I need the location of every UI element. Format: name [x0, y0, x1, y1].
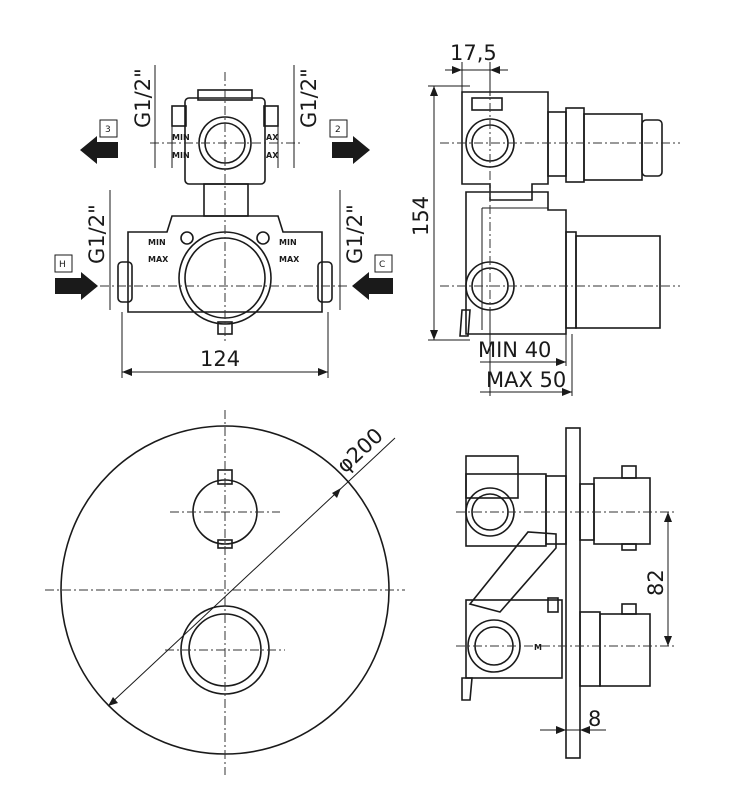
dimension-top-depth-label: 17,5 [450, 41, 497, 65]
mark-min-lower-left: MIN [148, 238, 166, 247]
mark-max-lower-right: MAX [279, 255, 300, 264]
port-label-c: C [379, 260, 385, 270]
port-arrow-cold: C [352, 254, 393, 300]
dimension-plate-diameter-label: φ200 [332, 423, 388, 477]
dimension-depth-max-label: MAX 50 [486, 368, 566, 392]
dimension-depth-min-label: MIN 40 [478, 338, 551, 362]
port-arrow-hot: H [54, 254, 98, 300]
side-view-body [440, 86, 680, 340]
thread-inlet-right: G1/2" [343, 204, 367, 264]
mark-min-top-left: MIN [172, 133, 190, 142]
dimension-knob-spacing: 82 [644, 512, 672, 646]
dimension-top-depth: 17,5 [445, 41, 508, 96]
dimension-width: 124 [121, 312, 329, 378]
mark-min-lower-right: MIN [279, 238, 297, 247]
thread-outlet-right: G1/2" [297, 68, 321, 128]
side-view-installed: M [456, 427, 676, 759]
thread-callouts: G1/2" G1/2" G1/2" G1/2" [85, 65, 367, 310]
mark-max-top-right: AX [266, 133, 279, 142]
dimension-plate-thickness: 8 [540, 707, 606, 758]
port-label-h: H [59, 260, 66, 270]
body-mark-m: M [534, 643, 542, 652]
thread-outlet-left: G1/2" [131, 68, 155, 128]
dimension-knob-spacing-label: 82 [644, 569, 668, 596]
port-arrow-3: 3 [80, 119, 118, 164]
dimension-plate-thickness-label: 8 [588, 707, 601, 731]
port-arrow-2: 2 [329, 119, 370, 164]
mark-max-top-right-2: AX [266, 151, 279, 160]
thread-inlet-left: G1/2" [85, 204, 109, 264]
mark-max-lower-left: MAX [148, 255, 169, 264]
dimension-width-label: 124 [200, 347, 240, 371]
front-view-body: MIN AX MIN AX MIN MAX MIN MAX [100, 72, 350, 342]
mark-min-top-left-2: MIN [172, 151, 190, 160]
port-label-3: 3 [105, 125, 111, 135]
port-label-2: 2 [335, 125, 341, 135]
dimension-height: 154 [409, 85, 470, 341]
front-view-plate [45, 410, 405, 775]
dimension-height-label: 154 [409, 196, 433, 236]
dimension-depth-range: MIN 40 MAX 50 [478, 310, 573, 396]
dimension-plate-diameter: φ200 [107, 423, 396, 707]
